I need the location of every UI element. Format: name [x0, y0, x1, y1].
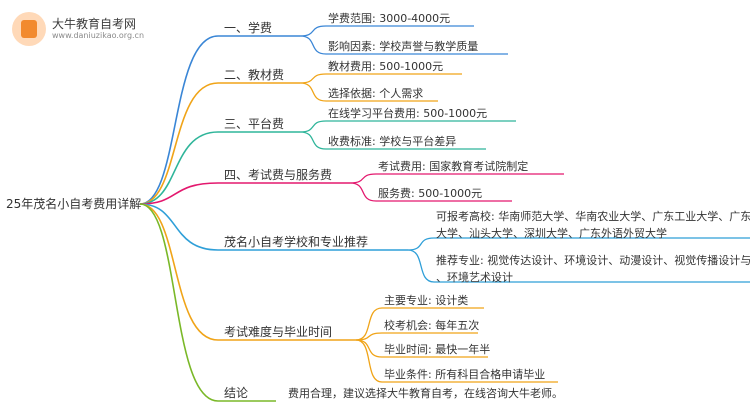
leaf-text: 收费标准: 学校与平台差异 — [328, 134, 456, 148]
branch-connector — [139, 82, 300, 205]
leaf-text: 在线学习平台费用: 500-1000元 — [328, 106, 487, 120]
book-icon — [12, 12, 46, 46]
watermark-title: 大牛教育自考网 — [52, 17, 137, 31]
branch-connector — [139, 203, 408, 251]
branch-label: 茂名小自考学校和专业推荐 — [224, 234, 368, 249]
branch-label: 结论 — [224, 386, 248, 400]
leaf-connector — [407, 237, 750, 251]
leaf-text: 服务费: 500-1000元 — [378, 187, 482, 200]
branch-connector — [139, 131, 300, 205]
branch-connector — [139, 35, 300, 205]
leaf-text: 费用合理，建议选择大牛教育自考，在线咨询大牛老师。 — [288, 386, 563, 400]
leaf-connector — [407, 249, 750, 283]
branch-connector — [139, 203, 356, 341]
branch-label: 二、教材费 — [224, 67, 284, 82]
root-node: 25年茂名小自考费用详解 — [6, 196, 141, 211]
branch-label: 考试难度与毕业时间 — [224, 324, 332, 339]
watermark-logo: 大牛教育自考网 www.daniuzikao.org.cn — [12, 12, 144, 46]
leaf-connector — [355, 332, 478, 341]
branch-connector — [139, 182, 350, 205]
leaf-text: 可报考高校: 华南师范大学、华南农业大学、广东工业大学、广东财经 — [436, 209, 750, 223]
leaf-connector — [349, 173, 564, 184]
leaf-connector — [299, 82, 438, 102]
branch-label: 三、平台费 — [224, 116, 284, 131]
leaf-text: 毕业条件: 所有科目合格申请毕业 — [384, 367, 545, 381]
watermark-url: www.daniuzikao.org.cn — [52, 31, 145, 41]
leaf-connector — [299, 120, 516, 133]
leaf-connector — [349, 182, 512, 202]
leaf-text: 推荐专业: 视觉传达设计、环境设计、动漫设计、视觉传播设计与制作 — [436, 253, 750, 267]
leaf-connector — [299, 25, 474, 37]
leaf-text: 校考机会: 每年五次 — [384, 318, 479, 332]
leaf-text: 主要专业: 设计类 — [384, 293, 468, 307]
branch-label: 四、考试费与服务费 — [224, 167, 332, 182]
leaf-text: 毕业时间: 最快一年半 — [384, 342, 490, 356]
leaf-text: 教材费用: 500-1000元 — [328, 59, 443, 73]
leaf-connector — [299, 131, 486, 150]
leaf-text: 、环境艺术设计 — [436, 270, 513, 284]
leaf-connector — [355, 307, 484, 341]
branch-label: 一、学费 — [224, 20, 272, 35]
leaf-text: 大学、汕头大学、深圳大学、广东外语外贸大学 — [436, 226, 667, 240]
branch-connector — [139, 203, 276, 402]
leaf-text: 选择依据: 个人需求 — [328, 86, 423, 100]
leaf-connector — [355, 339, 558, 383]
leaf-connector — [299, 35, 508, 55]
leaf-text: 学费范围: 3000-4000元 — [328, 11, 450, 25]
leaf-text: 考试费用: 国家教育考试院制定 — [378, 159, 528, 173]
leaf-text: 影响因素: 学校声誉与教学质量 — [328, 39, 478, 53]
leaf-connector — [299, 73, 462, 84]
